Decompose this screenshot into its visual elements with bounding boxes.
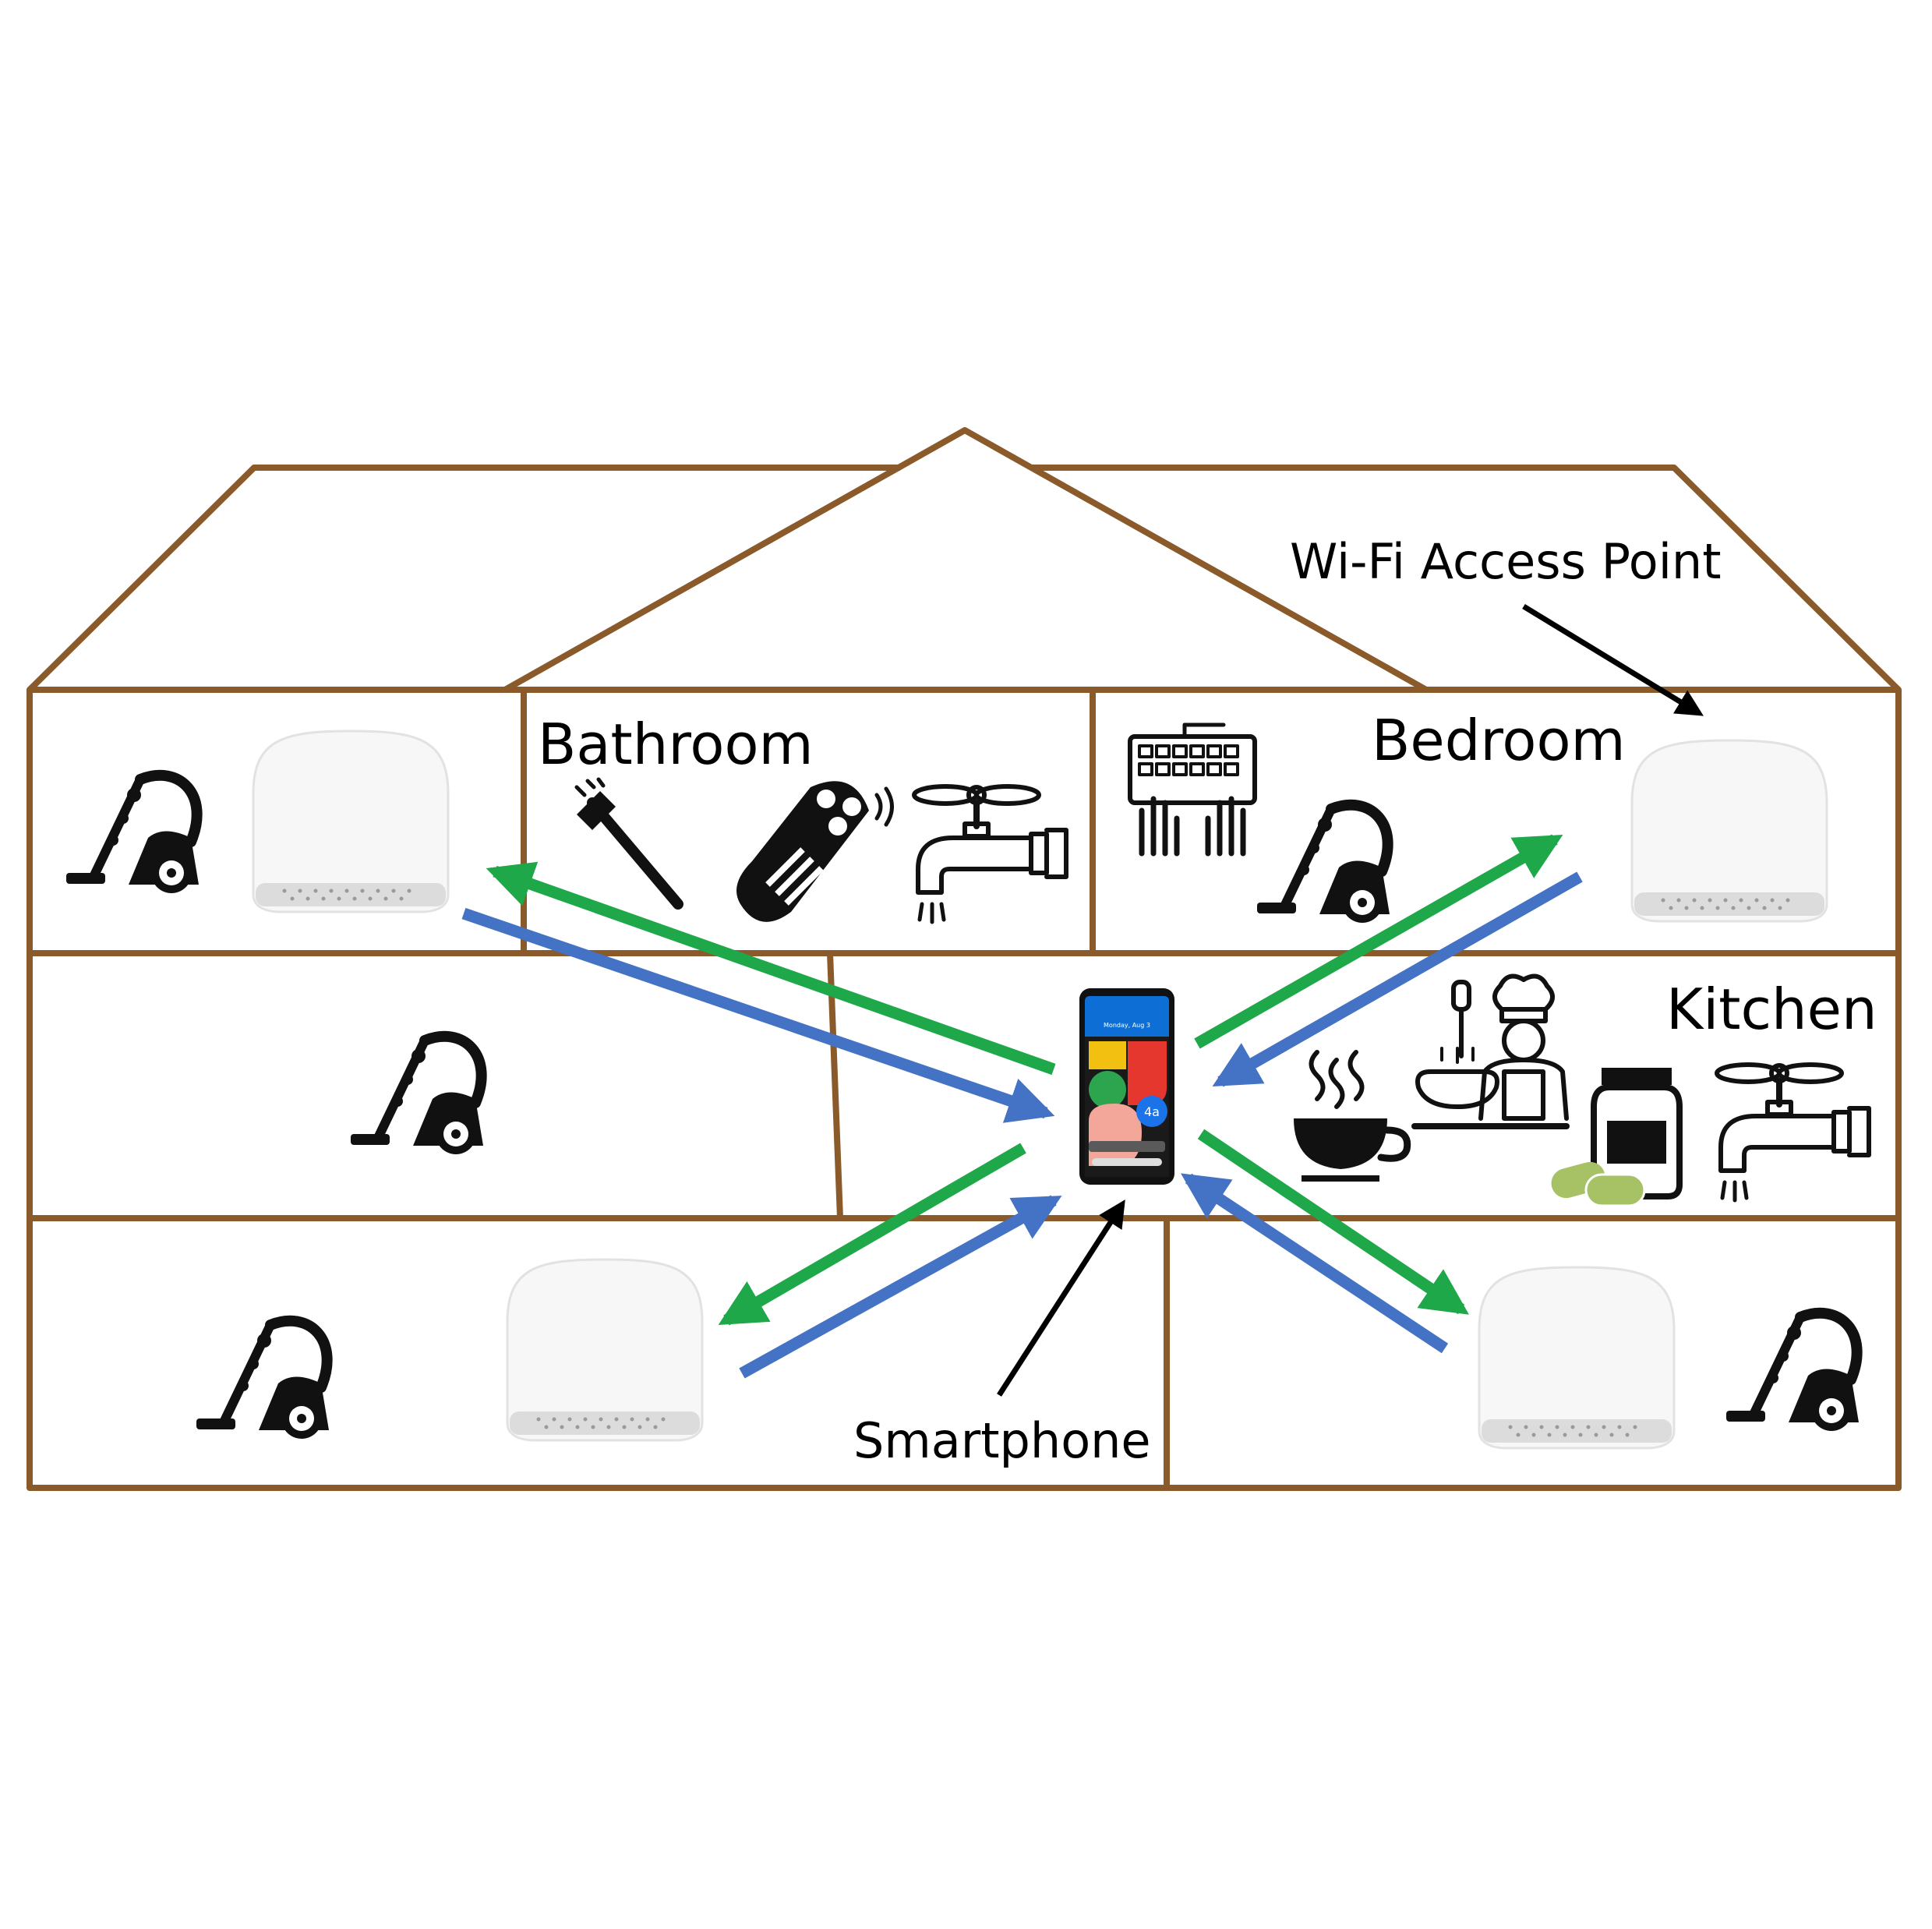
arrow-from-bottom-right-ap bbox=[1180, 1173, 1449, 1354]
wifi-access-point-icon bbox=[252, 730, 450, 913]
wifi-access-point-icon bbox=[506, 1258, 704, 1442]
electric-shaver-icon bbox=[736, 781, 894, 922]
pill-icon bbox=[1551, 1161, 1646, 1207]
wifi-access-point-icon bbox=[1630, 739, 1828, 923]
roof-right bbox=[1030, 465, 1901, 692]
smartphone-pointer-arrow bbox=[997, 1199, 1125, 1397]
vacuum-cleaner-icon bbox=[1726, 1313, 1859, 1431]
house-body bbox=[26, 687, 1902, 1491]
arrow-to-bottom-right-ap bbox=[1197, 1129, 1469, 1315]
phone-date-text: Monday, Aug 3 bbox=[1104, 1022, 1150, 1029]
vacuum-cleaner-icon bbox=[1257, 805, 1390, 923]
arrow-from-top-right-ap bbox=[1212, 871, 1583, 1087]
roof-center-gable bbox=[503, 427, 1428, 693]
wall-middle-divider bbox=[827, 952, 843, 1219]
bathroom-label: Bathroom bbox=[538, 712, 814, 777]
toothbrush-icon bbox=[574, 777, 683, 910]
medicine-jar-icon bbox=[1591, 1068, 1683, 1199]
phone-model-text: 4a bbox=[1144, 1104, 1160, 1119]
keyboard-typing-icon bbox=[1128, 722, 1257, 857]
smartphone-icon: Monday, Aug 3 4a bbox=[1079, 988, 1174, 1185]
arrow-from-top-left-ap bbox=[461, 907, 1055, 1123]
vacuum-cleaner-icon bbox=[196, 1321, 329, 1439]
access-point-label: Wi-Fi Access Point bbox=[1290, 533, 1722, 590]
kitchen-label: Kitchen bbox=[1666, 977, 1877, 1042]
water-tap-icon bbox=[914, 786, 1066, 922]
vacuum-cleaner-icon bbox=[351, 1037, 483, 1154]
chef-cooking-icon bbox=[1411, 973, 1570, 1129]
wifi-access-point-icon bbox=[1478, 1266, 1676, 1450]
house-outline bbox=[26, 427, 1902, 1491]
arrow-from-bottom-left-ap bbox=[739, 1195, 1062, 1379]
coffee-cup-icon bbox=[1294, 1050, 1411, 1182]
access-point-pointer-arrow bbox=[1522, 604, 1704, 716]
arrow-to-top-left-ap bbox=[486, 861, 1056, 1076]
arrow-to-bottom-left-ap bbox=[718, 1143, 1026, 1326]
smartphone-label: Smartphone bbox=[853, 1412, 1151, 1469]
roof-left bbox=[27, 465, 900, 692]
bedroom-label: Bedroom bbox=[1372, 708, 1626, 773]
signal-arrows bbox=[461, 834, 1583, 1379]
water-tap-icon bbox=[1717, 1065, 1869, 1200]
arrow-to-top-right-ap bbox=[1194, 834, 1563, 1049]
vacuum-cleaner-icon bbox=[66, 775, 199, 893]
